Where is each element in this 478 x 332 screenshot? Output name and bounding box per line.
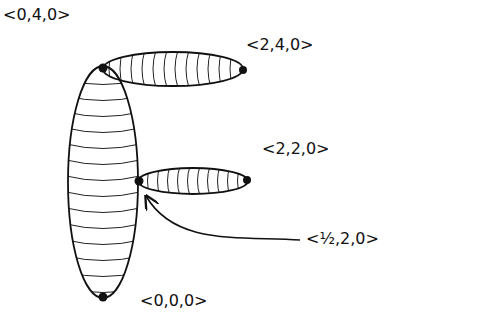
hatch-stroke [188,166,191,196]
hatch-stroke [66,192,140,197]
hatch-stroke [164,50,167,88]
point-dot [239,66,247,74]
hatch-stroke [208,166,211,196]
hatch-stroke [208,50,211,88]
point-dot [135,177,144,186]
point-dot [99,293,108,302]
hatch-stroke [175,50,178,88]
hatch-stroke [186,50,189,88]
hatch-stroke [66,240,140,245]
hatch-stroke [66,272,140,277]
hatch-stroke [168,166,171,196]
coordinate-label: <2,2,0> [262,140,330,158]
hatch-stroke [218,166,221,196]
coordinate-label: <0,4,0> [3,6,71,24]
hatch-stroke [66,160,140,165]
point-dot [99,64,108,73]
point-dot [243,176,251,184]
vertical-capsule [68,66,138,298]
middle-capsule [138,168,248,194]
hatch-stroke [198,166,201,196]
coordinate-label: <½,2,0> [306,230,379,248]
top-capsule [103,52,243,86]
hatch-stroke [66,112,140,117]
leader-arrow [146,196,300,240]
hatch-stroke [66,288,140,293]
hatch-stroke [197,50,200,88]
hatch-stroke [66,208,140,213]
hatch-stroke [148,166,151,196]
hatch-stroke [66,96,140,101]
coordinate-label: <2,4,0> [246,36,314,54]
hatch-stroke [66,176,140,181]
hatch-stroke [238,166,241,196]
coordinate-label: <0,0,0> [140,292,208,310]
hatch-stroke [153,50,156,88]
hatch-stroke [66,224,140,229]
hatch-stroke [230,50,233,88]
hatch-stroke [142,50,145,88]
hatch-stroke [66,144,140,149]
hatch-stroke [66,128,140,133]
hatch-stroke [178,166,181,196]
